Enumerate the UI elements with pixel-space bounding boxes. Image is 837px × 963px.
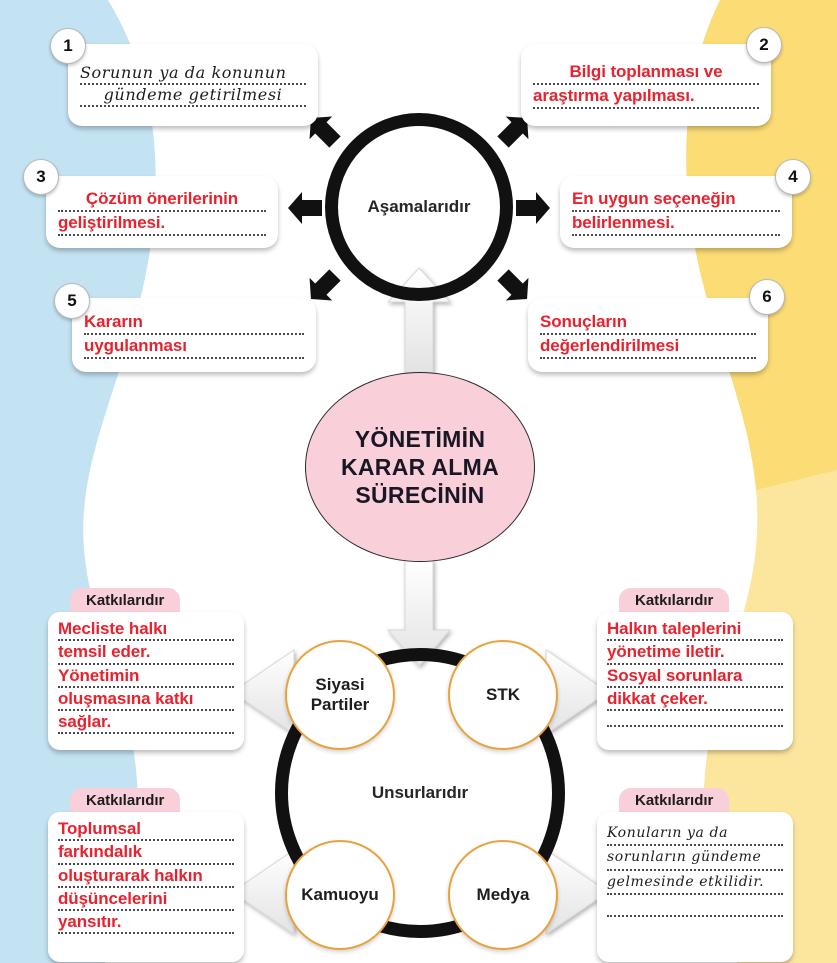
stages-ring: Aşamalarıdır bbox=[325, 113, 513, 301]
contribution-line: oluşturarak halkın bbox=[58, 865, 234, 888]
step-number-6: 6 bbox=[749, 279, 785, 315]
step-6-line-2: değerlendirilmesi bbox=[540, 335, 756, 359]
step-4-line-1: En uygun seçeneğin bbox=[572, 188, 780, 212]
contribution-line: farkındalık bbox=[58, 841, 234, 865]
contribution-line: oluşmasına katkı bbox=[58, 688, 234, 711]
contribution-line: sağlar. bbox=[58, 711, 234, 735]
main-topic-line-2: KARAR ALMA bbox=[340, 453, 499, 480]
step-1-line-2: gündeme getirilmesi bbox=[80, 85, 306, 108]
contribution-kamuoyu-header: Katkılarıdır bbox=[70, 788, 181, 815]
contribution-line: dikkat çeker. bbox=[607, 688, 783, 711]
contribution-line: sorunların gündeme bbox=[607, 846, 783, 871]
contribution-line: Sosyal sorunlara bbox=[607, 665, 783, 688]
contribution-siyasi-partiler-body[interactable]: Mecliste halkı temsil eder. Yönetimin ol… bbox=[48, 612, 244, 750]
contribution-line: Halkın taleplerini bbox=[607, 618, 783, 642]
main-topic-line-1: YÖNETİMİN bbox=[354, 425, 486, 452]
contribution-stk-body[interactable]: Halkın taleplerini yönetime iletir. Sosy… bbox=[597, 612, 793, 750]
contribution-line: Yönetimin bbox=[58, 665, 234, 688]
contribution-stk-header: Katkılarıdır bbox=[619, 588, 730, 615]
contribution-medya-header: Katkılarıdır bbox=[619, 788, 730, 815]
step-1-line-1: Sorunun ya da konunun bbox=[80, 63, 306, 85]
contribution-line: Toplumsal bbox=[58, 818, 234, 842]
contribution-kamuoyu-body[interactable]: Toplumsal farkındalık oluşturarak halkın… bbox=[48, 812, 244, 962]
contribution-siyasi-partiler-header: Katkılarıdır bbox=[70, 588, 181, 615]
step-box-6[interactable]: Sonuçların değerlendirilmesi bbox=[528, 298, 768, 372]
stages-ring-label: Aşamalarıdır bbox=[367, 197, 471, 216]
node-siyasi-partiler[interactable]: Siyasi Partiler bbox=[285, 640, 395, 750]
node-stk-label: STK bbox=[486, 684, 520, 704]
step-number-4: 4 bbox=[775, 159, 811, 195]
contribution-line: yansıtır. bbox=[58, 911, 234, 935]
contribution-line: yönetime iletir. bbox=[607, 641, 783, 665]
step-4-line-2: belirlenmesi. bbox=[572, 212, 780, 236]
step-box-2[interactable]: Bilgi toplanması ve araştırma yapılması. bbox=[521, 44, 771, 126]
step-2-line-2: araştırma yapılması. bbox=[533, 85, 759, 109]
contribution-line: Konuların ya da bbox=[607, 822, 783, 847]
node-siyasi-partiler-label: Siyasi Partiler bbox=[310, 674, 370, 714]
step-box-1[interactable]: Sorunun ya da konunun gündeme getirilmes… bbox=[68, 44, 318, 126]
step-5-line-2: uygulanması bbox=[84, 335, 304, 359]
step-6-line-1: Sonuçların bbox=[540, 311, 756, 335]
step-number-5: 5 bbox=[54, 283, 90, 319]
step-number-1: 1 bbox=[50, 28, 86, 64]
step-5-line-1: Kararın bbox=[84, 311, 304, 335]
node-kamuoyu[interactable]: Kamuoyu bbox=[285, 840, 395, 950]
node-stk[interactable]: STK bbox=[448, 640, 558, 750]
step-box-5[interactable]: Kararın uygulanması bbox=[72, 298, 316, 372]
contribution-line bbox=[607, 711, 783, 727]
step-box-4[interactable]: En uygun seçeneğin belirlenmesi. bbox=[560, 176, 792, 248]
main-topic-label: YÖNETİMİN KARAR ALMA SÜRECİNİN bbox=[341, 425, 499, 509]
step-3-line-2: geliştirilmesi. bbox=[58, 212, 266, 236]
main-topic-line-3: SÜRECİNİN bbox=[355, 482, 485, 509]
main-topic-circle: YÖNETİMİN KARAR ALMA SÜRECİNİN bbox=[305, 372, 535, 562]
contribution-line: temsil eder. bbox=[58, 641, 234, 665]
node-kamuoyu-label: Kamuoyu bbox=[301, 884, 379, 904]
step-box-3[interactable]: Çözüm önerilerinin geliştirilmesi. bbox=[46, 176, 278, 248]
contribution-line: düşüncelerini bbox=[58, 888, 234, 911]
node-medya-label: Medya bbox=[476, 884, 530, 904]
contribution-line: Mecliste halkı bbox=[58, 618, 234, 642]
step-3-line-1: Çözüm önerilerinin bbox=[58, 188, 266, 212]
step-2-line-1: Bilgi toplanması ve bbox=[533, 61, 759, 85]
elements-ring-label: Unsurlarıdır bbox=[371, 783, 469, 802]
contribution-line bbox=[607, 895, 783, 918]
step-number-3: 3 bbox=[23, 159, 59, 195]
step-number-2: 2 bbox=[746, 27, 782, 63]
contribution-medya-body[interactable]: Konuların ya da sorunların gündeme gelme… bbox=[597, 812, 793, 962]
node-medya[interactable]: Medya bbox=[448, 840, 558, 950]
contribution-line: gelmesinde etkilidir. bbox=[607, 871, 783, 896]
